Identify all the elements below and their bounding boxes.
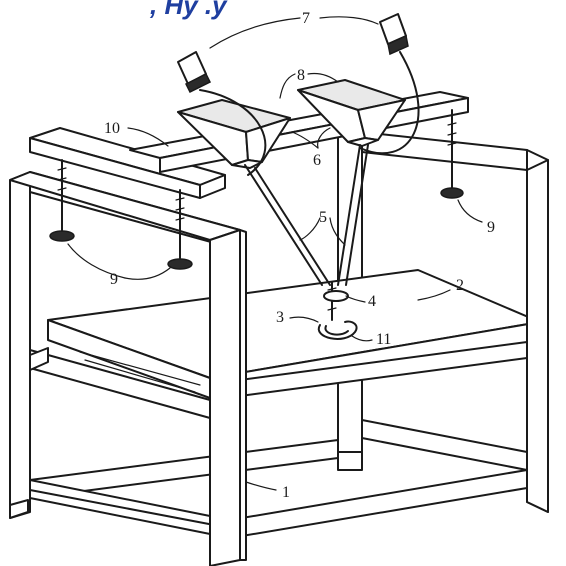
front-left-post <box>209 229 247 566</box>
label-7: 7 <box>302 10 310 27</box>
label-11: 11 <box>376 331 391 348</box>
label-3: 3 <box>276 309 284 326</box>
label-9-right: 9 <box>487 219 495 236</box>
label-4: 4 <box>368 293 376 310</box>
label-9-left: 9 <box>110 271 118 288</box>
label-5: 5 <box>319 209 327 226</box>
left-hopper <box>177 99 291 169</box>
front-right-post <box>526 159 549 513</box>
label-2: 2 <box>456 277 464 294</box>
sample-ring <box>317 320 358 340</box>
leader-lines <box>67 16 483 491</box>
lamps <box>177 13 420 176</box>
label-6: 6 <box>313 152 321 169</box>
label-1: 1 <box>282 484 290 501</box>
leveling-screws <box>49 109 464 270</box>
label-8: 8 <box>297 67 305 84</box>
cropped-caption: , Hy .y <box>149 0 228 20</box>
right-hopper <box>297 79 406 147</box>
feed-tubes <box>244 144 369 321</box>
labels: 1 2 3 4 5 6 7 8 9 9 10 11 <box>104 10 495 501</box>
left-frame <box>9 171 241 519</box>
label-10: 10 <box>104 120 120 137</box>
